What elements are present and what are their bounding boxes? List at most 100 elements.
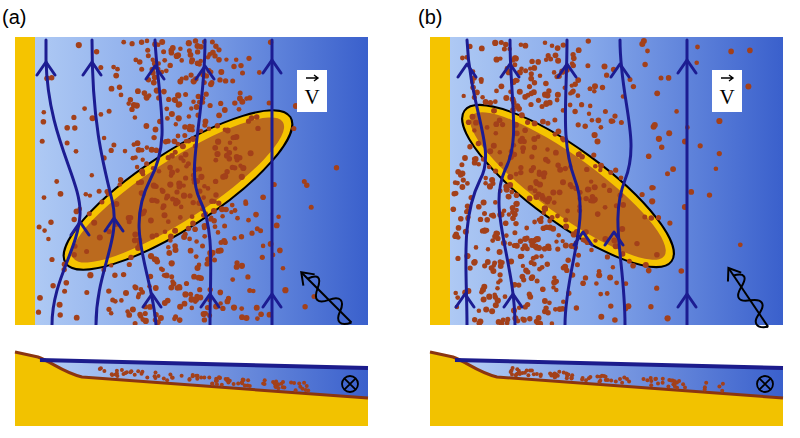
sediment-dot [531,165,536,170]
sediment-dot [201,311,207,317]
sediment-dot [611,265,615,269]
flow-arrowhead [611,64,629,77]
sediment-dot [183,232,188,237]
sediment-dot [557,167,563,173]
sediment-dot [182,183,186,187]
sediment-dot [492,263,497,268]
flow-arrowhead [504,294,522,307]
sediment-dot [260,195,266,201]
sediment-dot [202,317,207,322]
sediment-dot [555,58,561,64]
illustration-part [430,352,783,398]
sediment-dot [162,58,167,63]
sediment-dot [747,48,753,54]
sediment-dot [456,225,462,231]
sediment-dot [197,62,202,67]
vector-arrow [712,70,742,84]
sediment-dot [194,239,199,244]
sediment-dot [476,204,482,210]
sediment-dot [220,306,225,311]
sediment-dot [241,378,245,382]
sediment-dot [65,140,70,145]
sediment-dot [145,39,150,44]
sediment-dot [297,382,301,386]
sediment-dot [109,148,114,153]
sediment-dot [497,117,503,123]
sediment-dot [238,63,243,68]
sediment-dot [72,217,77,222]
sediment-dot [521,317,527,323]
sediment-dot [179,58,184,63]
panel-a [15,37,368,426]
sediment-dot [570,376,574,380]
sediment-dot [661,377,665,381]
flow-arrowhead [558,64,576,77]
sediment-dot [197,287,202,292]
sediment-dot [503,95,509,101]
sediment-dot [745,84,751,90]
sediment-dot [462,94,466,98]
sediment-dot [498,278,503,283]
streamlines [37,40,281,325]
sediment-dot [144,123,150,129]
sediment-dot [257,70,262,75]
sediment-dot [198,295,204,301]
sediment-dot [580,377,584,381]
sediment-dot [140,370,144,374]
sediment-dot [494,131,499,136]
sediment-dot [124,371,128,375]
sediment-dot [614,380,618,384]
sediment-dot [738,242,743,247]
sediment-dot [565,376,569,380]
panel-label: (b) [418,6,442,28]
sediment-dot [496,319,502,325]
sediment-dot [239,306,244,311]
sediment-dot [172,316,177,321]
flow-arrowhead [574,232,592,245]
sediment-dot [170,376,174,380]
sediment-dot [514,243,520,249]
sediment-dot [141,158,145,162]
sediment-dot [560,179,566,185]
sediment-dot [703,385,707,389]
panel-b [430,37,783,426]
sediment-dot [472,157,477,162]
sediment-dot [188,377,192,381]
sediment-dot [553,307,558,312]
sediment-dot [277,248,283,254]
sediment-dot [562,371,566,375]
sediment-dot [523,43,529,49]
sediment-dot [234,58,239,63]
sediment-dot [218,69,224,75]
sediment-dot [525,302,530,307]
sediment-dot [453,191,458,196]
sediment-dot [225,128,231,134]
sediment-dot [552,276,557,281]
sediment-dot [654,377,658,381]
sediment-dot [546,53,551,58]
sediment-dot [196,275,202,281]
sediment-dot [210,382,214,386]
sediment-dot [588,104,593,109]
sediment-dot [215,382,219,386]
sediment-dot [536,98,541,103]
sediment-dot [554,288,559,293]
sediment-dot [542,92,548,98]
sediment-dot [645,378,649,382]
sediment-dot [471,260,477,266]
sediment-dot [566,373,570,377]
sediment-dot [485,259,491,265]
sediment-dot [598,292,603,297]
sediment-dot [119,298,124,303]
sediment-dots [36,38,339,325]
sediment-dot [121,272,126,277]
sediment-dot [491,214,496,219]
sediment-dot [540,286,546,292]
sediment-dot [214,379,218,383]
sediment-dot [479,77,484,82]
sediment-dot [493,169,498,174]
sediment-dot [538,74,543,79]
sediment-dot [563,224,569,230]
flow-arrowhead [458,64,476,77]
